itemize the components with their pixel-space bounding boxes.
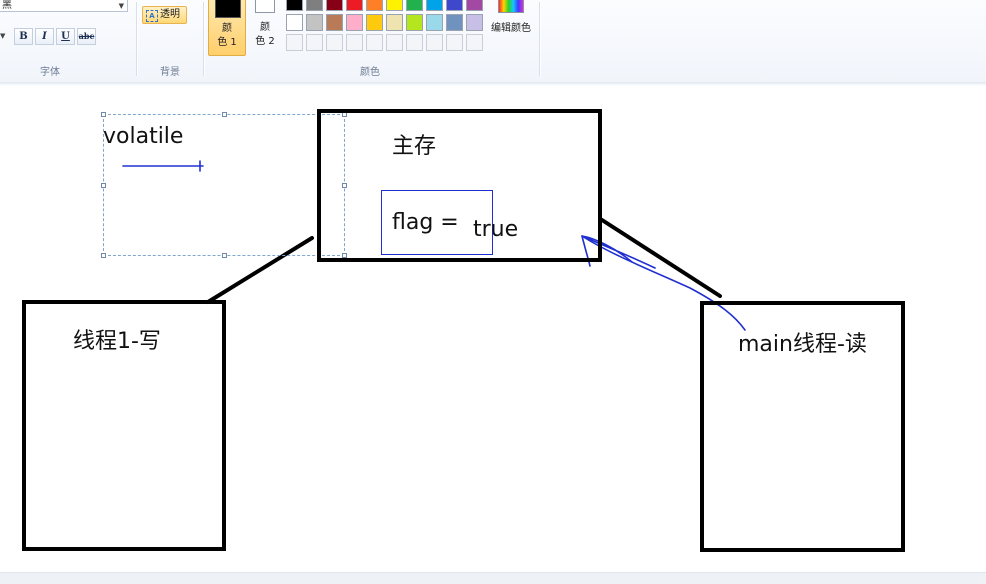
palette-swatch[interactable] <box>286 14 303 31</box>
resize-handle[interactable] <box>222 112 227 117</box>
palette-swatch[interactable] <box>426 14 443 31</box>
transparent-label: 透明 <box>160 9 180 20</box>
pen-strokes <box>122 160 746 331</box>
palette-swatch[interactable] <box>286 0 303 11</box>
chevron-down-icon[interactable]: ▼ <box>118 2 124 10</box>
font-group-label: 字体 <box>40 67 60 78</box>
custom-color-slot[interactable] <box>386 34 403 51</box>
thread1-box <box>22 300 226 551</box>
drawing-canvas[interactable]: volatile 主存 flag = true 线程1-写 main线程-读 <box>0 86 986 572</box>
palette-swatch[interactable] <box>306 0 323 11</box>
palette-swatch[interactable] <box>346 0 363 11</box>
color-1-swatch <box>215 0 241 18</box>
resize-handle[interactable] <box>101 183 106 188</box>
text-selection-box[interactable] <box>101 112 347 258</box>
font-family-value: 黑 <box>2 0 12 11</box>
status-bar <box>0 572 986 584</box>
color-wheel-icon <box>498 0 524 13</box>
custom-color-slot[interactable] <box>306 34 323 51</box>
connector-line-left <box>206 236 314 304</box>
arrow-head <box>581 235 656 269</box>
palette-swatch[interactable] <box>446 0 463 11</box>
thread1-label: 线程1-写 <box>73 329 161 354</box>
connector-line-right <box>600 218 722 298</box>
transparent-icon: A <box>146 10 158 22</box>
palette-swatch[interactable] <box>326 14 343 31</box>
background-group-label: 背景 <box>160 67 180 78</box>
main-memory-label: 主存 <box>392 134 437 159</box>
palette-swatch[interactable] <box>366 0 383 11</box>
font-group: 黑 ▼ ▼ B I U abc 字体 <box>0 0 136 82</box>
main-memory-box <box>317 109 602 262</box>
color-1-button[interactable]: 颜 色 1 <box>208 0 246 56</box>
color-1-label-bottom: 色 1 <box>217 37 237 48</box>
italic-button[interactable]: I <box>35 28 54 45</box>
flag-label: flag = <box>392 210 459 235</box>
ribbon-shadow <box>0 82 986 86</box>
flag-box <box>381 190 493 255</box>
custom-color-slot[interactable] <box>406 34 423 51</box>
arrow-shaft <box>581 235 746 331</box>
palette-swatch[interactable] <box>326 0 343 11</box>
edit-colors-button[interactable]: 编辑颜色 <box>488 0 534 36</box>
flag-value: true <box>473 217 519 242</box>
custom-color-slot[interactable] <box>426 34 443 51</box>
custom-color-slot[interactable] <box>446 34 463 51</box>
resize-handle[interactable] <box>101 112 106 117</box>
color-2-button[interactable]: 颜 色 2 <box>250 0 280 56</box>
bold-button[interactable]: B <box>14 28 33 45</box>
palette-swatch[interactable] <box>346 14 363 31</box>
palette-swatch[interactable] <box>466 14 483 31</box>
divider <box>539 2 540 76</box>
custom-color-slot[interactable] <box>286 34 303 51</box>
volatile-text: volatile <box>103 124 184 149</box>
underline-button[interactable]: U <box>56 28 75 45</box>
divider <box>203 2 204 76</box>
resize-handle[interactable] <box>342 253 347 258</box>
color-2-swatch <box>255 0 275 13</box>
connector-lines <box>206 218 722 304</box>
edit-colors-label: 编辑颜色 <box>491 23 531 34</box>
strikethrough-button[interactable]: abc <box>77 28 96 45</box>
palette-swatch[interactable] <box>406 0 423 11</box>
custom-color-slot[interactable] <box>326 34 343 51</box>
custom-color-slot[interactable] <box>466 34 483 51</box>
color-2-label-top: 颜 <box>260 22 270 33</box>
palette-swatch[interactable] <box>386 0 403 11</box>
colors-group-label: 颜色 <box>360 67 380 78</box>
resize-handle[interactable] <box>101 253 106 258</box>
font-size-dropdown-icon[interactable]: ▼ <box>0 32 6 40</box>
palette-swatch[interactable] <box>446 14 463 31</box>
color-1-label-top: 颜 <box>222 23 232 34</box>
main-thread-label: main线程-读 <box>738 332 867 357</box>
palette-swatch[interactable] <box>306 14 323 31</box>
color-2-label-bottom: 色 2 <box>255 36 275 47</box>
resize-handle[interactable] <box>342 183 347 188</box>
custom-color-slot[interactable] <box>366 34 383 51</box>
main-thread-box <box>700 301 905 552</box>
palette-swatch[interactable] <box>406 14 423 31</box>
font-family-select[interactable]: 黑 ▼ <box>0 0 128 12</box>
drawing-strokes <box>122 160 746 331</box>
custom-color-slot[interactable] <box>346 34 363 51</box>
palette-swatch[interactable] <box>426 0 443 11</box>
palette-swatch[interactable] <box>466 0 483 11</box>
palette-swatch[interactable] <box>366 14 383 31</box>
resize-handle[interactable] <box>222 253 227 258</box>
divider <box>136 2 137 76</box>
palette-swatch[interactable] <box>386 14 403 31</box>
